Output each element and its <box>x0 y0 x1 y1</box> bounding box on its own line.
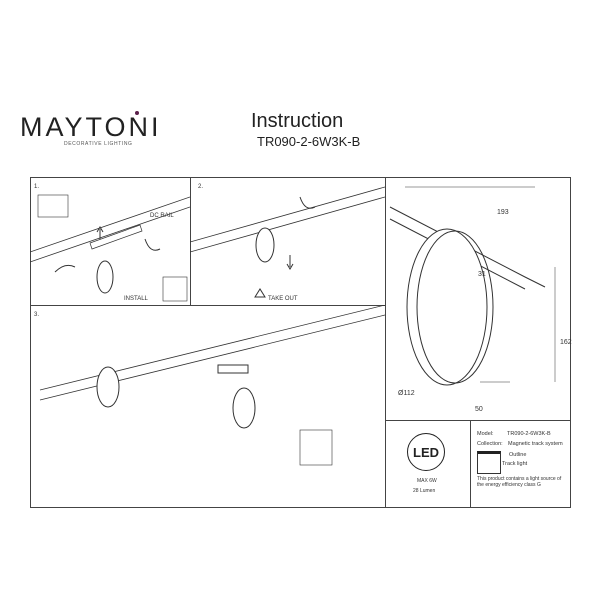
model-number: TR090-2-6W3K-B <box>257 134 361 149</box>
dim-length: 193 <box>497 209 509 216</box>
divider <box>190 177 191 305</box>
divider <box>385 420 571 421</box>
dim-width: 50 <box>475 406 483 413</box>
brand-tagline: DECORATIVE LIGHTING <box>64 141 133 147</box>
type-label: Track light <box>502 461 528 467</box>
step-1-illustration <box>30 194 190 302</box>
led-icon: LED <box>407 433 445 471</box>
dim-depth: 31 <box>478 271 486 278</box>
collection-value: Magnetic track system <box>508 441 563 447</box>
step-1-number: 1. <box>34 184 40 190</box>
install-caption: INSTALL <box>124 296 148 302</box>
model-value: TR090-2-6W3K-B <box>507 431 551 437</box>
take-out-caption: TAKE OUT <box>268 296 298 302</box>
outline-icon <box>477 451 501 474</box>
divider <box>30 305 385 306</box>
model-label: Model: <box>477 431 494 437</box>
step-2-number: 2. <box>198 184 204 190</box>
page-title: Instruction <box>251 110 344 132</box>
logo-dot <box>135 111 139 115</box>
power: MAX 6W <box>417 478 437 484</box>
step-2-illustration <box>190 186 385 298</box>
dim-height: 162 <box>560 339 572 346</box>
dimension-drawing <box>389 186 556 386</box>
step-3-number: 3. <box>34 312 40 318</box>
outline-label: Outline <box>509 452 527 458</box>
divider <box>385 177 386 508</box>
led-label: LED <box>413 444 439 460</box>
energy-note: This product contains a light source of … <box>477 476 562 488</box>
lumen: 28 Lumen <box>413 488 436 494</box>
dim-diameter: Ø112 <box>398 390 415 397</box>
step-3-illustration <box>39 305 385 466</box>
divider <box>470 420 471 508</box>
brand-logo: MAYTONI <box>20 112 162 142</box>
dc-rail-label: DC RAIL <box>150 213 174 219</box>
instruction-frame <box>30 177 571 508</box>
collection-label: Collection: <box>477 441 503 447</box>
